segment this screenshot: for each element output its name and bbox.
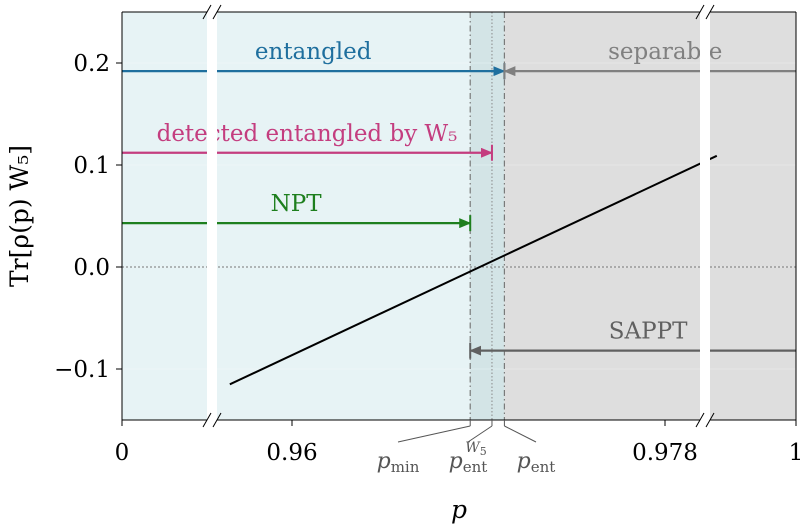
- y-tick-label: 0.1: [73, 153, 110, 179]
- axis-break-mark: [202, 4, 212, 20]
- annotation-label: SAPPT: [609, 319, 688, 345]
- region-1: [504, 12, 796, 420]
- x-tick-label: 1: [789, 440, 804, 466]
- threshold-label-2: pent: [517, 449, 556, 476]
- axis-break-mark: [705, 412, 715, 428]
- axis-break-gap-0: [207, 10, 217, 422]
- threshold-leader: [467, 425, 493, 443]
- y-tick-label: 0.0: [73, 255, 110, 281]
- y-tick-label: −0.1: [54, 357, 110, 383]
- axis-break-mark: [695, 412, 705, 428]
- threshold-label-1: pent: [449, 449, 488, 476]
- axis-break-mark: [705, 4, 715, 20]
- threshold-leader: [397, 425, 471, 443]
- axis-break-mark: [202, 412, 212, 428]
- axis-break-mark: [212, 412, 222, 428]
- threshold-leader: [504, 425, 537, 443]
- threshold-label-0: pmin: [377, 449, 420, 476]
- axis-break-gap-1: [700, 10, 710, 422]
- x-tick-label: 0.96: [266, 440, 317, 466]
- axis-break-mark: [212, 4, 222, 20]
- region-0: [122, 12, 505, 420]
- threshold-band: [470, 12, 505, 420]
- x-axis-label: p: [451, 495, 467, 524]
- axis-break-mark: [695, 4, 705, 20]
- y-tick-label: 0.2: [73, 51, 110, 77]
- x-tick-label: 0: [115, 440, 130, 466]
- x-tick-label: 0.978: [632, 440, 698, 466]
- annotation-label: detected entangled by W₅: [157, 121, 458, 147]
- annotation-label: entangled: [255, 39, 372, 65]
- annotation-label: NPT: [271, 191, 323, 217]
- threshold-label-sup: W5: [465, 440, 486, 458]
- series-line-0: [229, 154, 718, 386]
- y-axis-label: Tr[ρ(p) W₅]: [5, 145, 34, 287]
